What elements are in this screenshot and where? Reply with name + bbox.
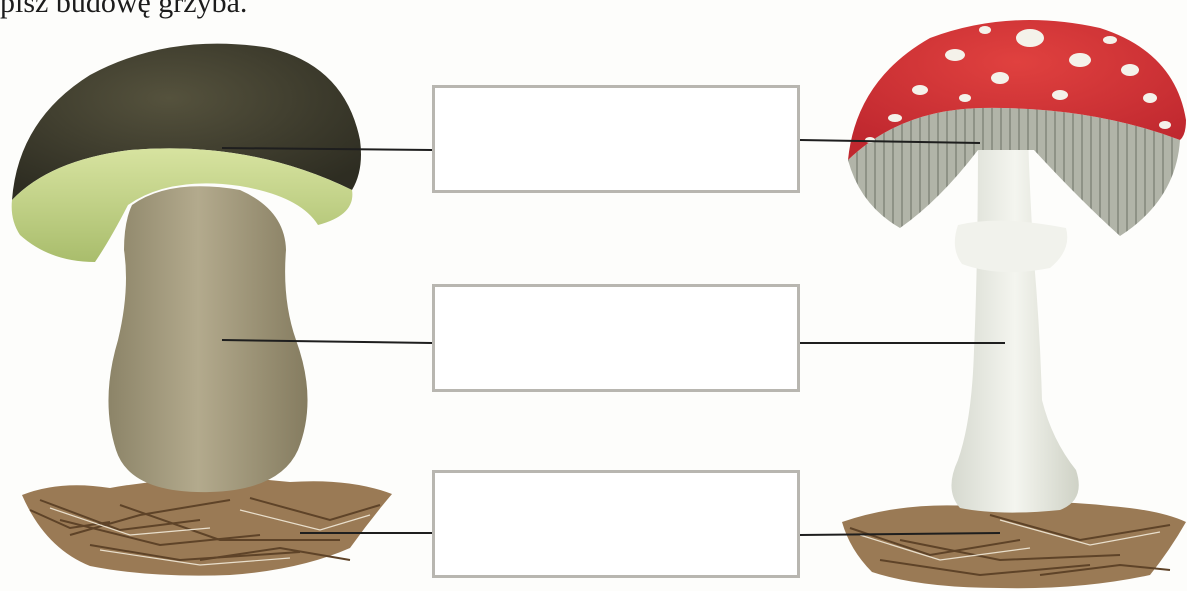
fly-agaric-ring xyxy=(955,221,1067,273)
fly-agaric-mushroom xyxy=(842,20,1186,588)
boletus-mushroom xyxy=(12,44,392,576)
fly-agaric-stem xyxy=(951,135,1078,513)
label-box-stem[interactable] xyxy=(432,284,800,392)
label-box-cap[interactable] xyxy=(432,85,800,193)
label-box-mycelium[interactable] xyxy=(432,470,800,578)
boletus-stem xyxy=(108,186,307,492)
